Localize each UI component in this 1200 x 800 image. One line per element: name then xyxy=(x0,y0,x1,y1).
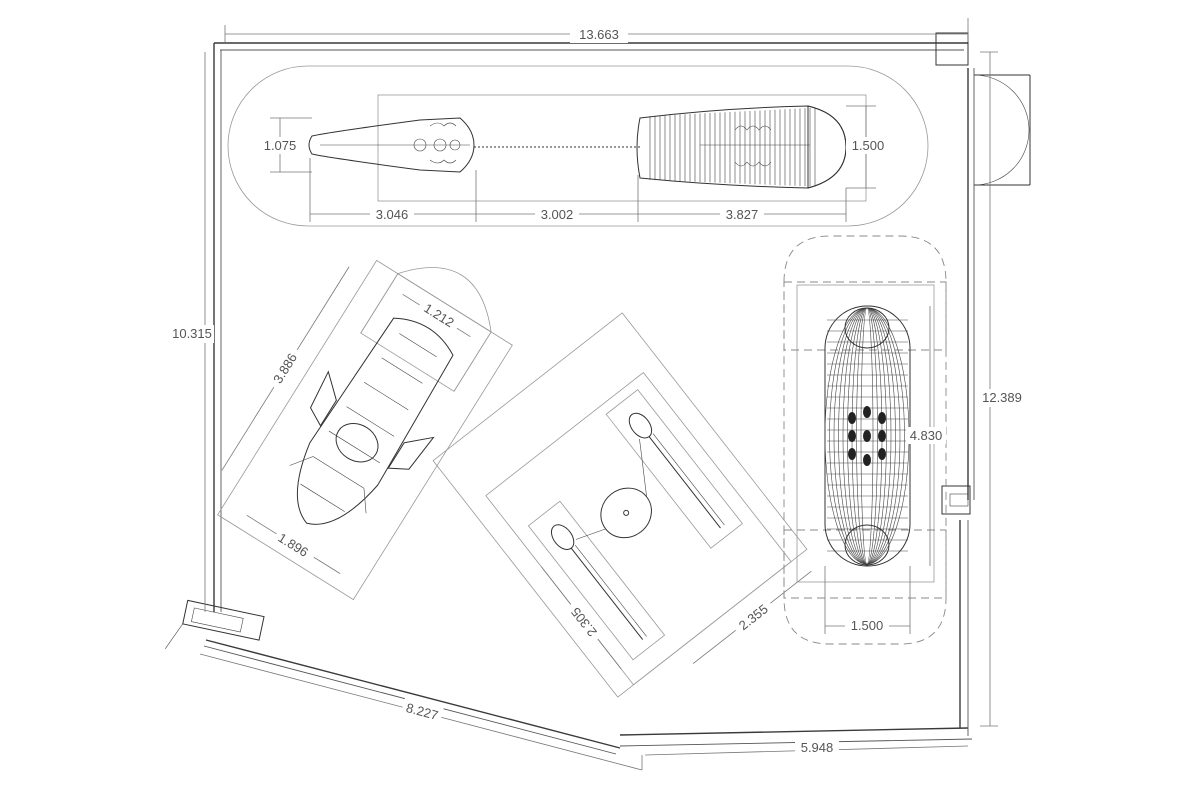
dimension-left-height: 10.315 xyxy=(170,52,214,612)
jet-ski xyxy=(289,317,454,525)
dim-label-right-height: 12.389 xyxy=(982,390,1022,405)
wakeboard-left xyxy=(550,524,647,640)
dim-label-tube-length: 4.830 xyxy=(910,428,943,443)
towed-tube xyxy=(636,105,847,189)
center-hub xyxy=(575,438,652,540)
dim-label-tail-height: 1.500 xyxy=(852,138,885,153)
wall-niche xyxy=(941,485,971,515)
dim-label-seg-b: 3.002 xyxy=(541,207,574,222)
vertical-tube xyxy=(824,305,911,567)
dim-label-bottom-right: 5.948 xyxy=(801,740,834,755)
dim-label-top-width: 13.663 xyxy=(579,27,619,42)
dim-label-nose-height: 1.075 xyxy=(264,138,297,153)
top-zone: 1.075 1.500 3.046 3.002 3.827 xyxy=(227,65,929,227)
dimension-right-height: 12.389 xyxy=(978,51,1026,727)
entry-block xyxy=(164,599,265,649)
wakeboard-zone: 2.305 2.355 xyxy=(432,312,812,698)
dim-label-left-height: 10.315 xyxy=(172,326,212,341)
dimension-top-width: 13.663 xyxy=(224,18,969,43)
double-door xyxy=(973,74,1031,186)
corner-column xyxy=(935,32,969,66)
dim-label-ski-width: 1.212 xyxy=(421,300,457,330)
dim-label-tube-width: 1.500 xyxy=(851,618,884,633)
dim-label-seg-c: 3.827 xyxy=(726,207,759,222)
jet-ski-zone: 3.886 1.896 1.212 xyxy=(217,259,513,601)
dimension-bottom-right: 5.948 xyxy=(644,739,969,756)
dim-label-seg-a: 3.046 xyxy=(376,207,409,222)
vertical-tube-zone: 4.830 1.500 xyxy=(783,235,947,645)
towing-vehicle xyxy=(308,117,475,173)
wakeboard-right xyxy=(628,412,725,529)
dimension-bottom-diagonal: 8.227 xyxy=(199,653,643,771)
